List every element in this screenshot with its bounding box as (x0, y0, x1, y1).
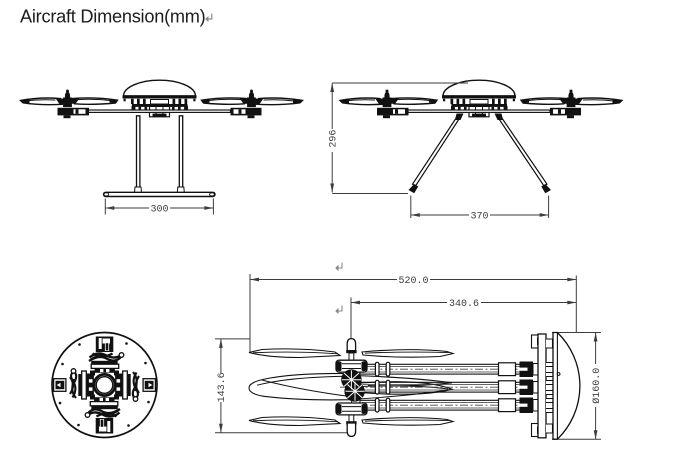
svg-text:370: 370 (470, 211, 488, 222)
svg-text:Ø160.0: Ø160.0 (591, 368, 603, 404)
svg-text:300: 300 (150, 204, 168, 215)
svg-text:520.0: 520.0 (398, 276, 428, 287)
svg-text:Aircraft Dimension(mm): Aircraft Dimension(mm) (20, 6, 206, 26)
svg-text:296: 296 (328, 130, 339, 148)
svg-text:143.6: 143.6 (217, 372, 228, 402)
svg-text:340.6: 340.6 (449, 299, 479, 310)
